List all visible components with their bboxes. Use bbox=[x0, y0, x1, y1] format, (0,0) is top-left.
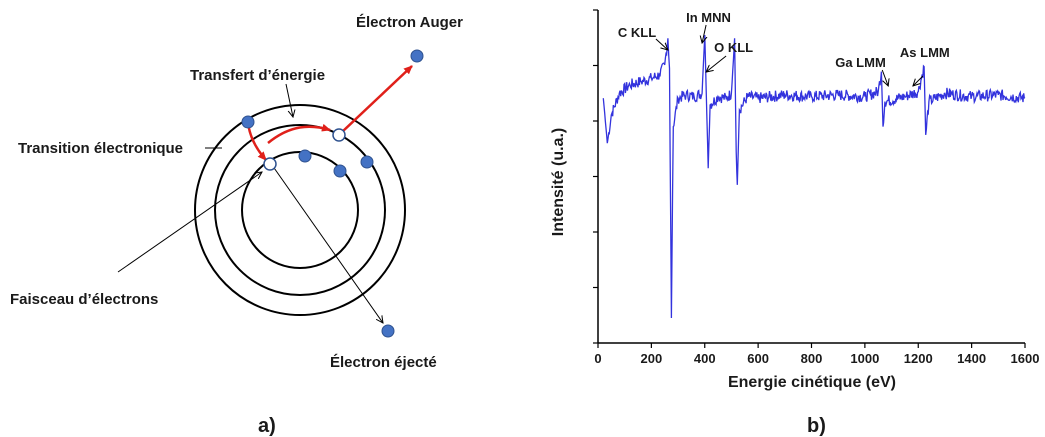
ejected-electron bbox=[381, 324, 395, 338]
peak-label: C KLL bbox=[618, 25, 656, 40]
ejection-line bbox=[271, 164, 383, 323]
auger-emission-arrow bbox=[341, 65, 413, 133]
ejected-label: Électron éjecté bbox=[330, 354, 437, 371]
peak-label: As LMM bbox=[900, 45, 950, 60]
x-tick-label: 0 bbox=[594, 351, 601, 366]
x-axis-label: Energie cinétique (eV) bbox=[728, 374, 896, 391]
auger-diagram: Électron Auger Transfert d’énergie Trans… bbox=[10, 14, 463, 437]
peak-arrow bbox=[706, 55, 727, 72]
transition-label: Transition électronique bbox=[18, 140, 183, 157]
transfer-label: Transfert d’énergie bbox=[190, 67, 325, 84]
x-tick-label: 600 bbox=[747, 351, 769, 366]
energy-transfer-arrow bbox=[267, 123, 331, 144]
x-tick-label: 400 bbox=[694, 351, 716, 366]
auger-electron bbox=[410, 49, 424, 63]
peak-label: O KLL bbox=[714, 40, 753, 55]
transfer-pointer bbox=[285, 83, 293, 117]
outer-shell bbox=[194, 104, 406, 316]
hole bbox=[332, 128, 346, 142]
beam-label: Faisceau d’électrons bbox=[10, 291, 158, 308]
auger-spectrum-chart: 0 200 400 600 800 1000 1200 1400 1600 C KLL In MN… bbox=[550, 9, 1040, 437]
electron bbox=[333, 164, 347, 178]
peak-arrow bbox=[881, 69, 888, 86]
peak-arrow bbox=[702, 24, 706, 43]
panel-a-label: a) bbox=[258, 415, 276, 437]
x-tick-label: 1600 bbox=[1011, 351, 1040, 366]
spectrum-line bbox=[602, 34, 1026, 319]
middle-shell bbox=[214, 124, 386, 296]
peak-arrow bbox=[655, 38, 668, 50]
x-tick-label: 800 bbox=[801, 351, 823, 366]
electron bbox=[298, 149, 312, 163]
x-tick-label: 1400 bbox=[957, 351, 986, 366]
auger-label: Électron Auger bbox=[356, 14, 463, 31]
x-tick-label: 200 bbox=[641, 351, 663, 366]
peak-label: Ga LMM bbox=[835, 55, 886, 70]
electron bbox=[360, 155, 374, 169]
hole bbox=[263, 157, 277, 171]
y-axis-label: Intensité (u.a.) bbox=[550, 128, 567, 236]
peak-label: In MNN bbox=[686, 10, 731, 25]
beam-line bbox=[117, 172, 262, 273]
electron bbox=[241, 115, 255, 129]
x-tick-label: 1200 bbox=[904, 351, 933, 366]
peak-arrow bbox=[913, 75, 924, 86]
x-tick-label: 1000 bbox=[850, 351, 879, 366]
panel-b-label: b) bbox=[807, 415, 826, 437]
